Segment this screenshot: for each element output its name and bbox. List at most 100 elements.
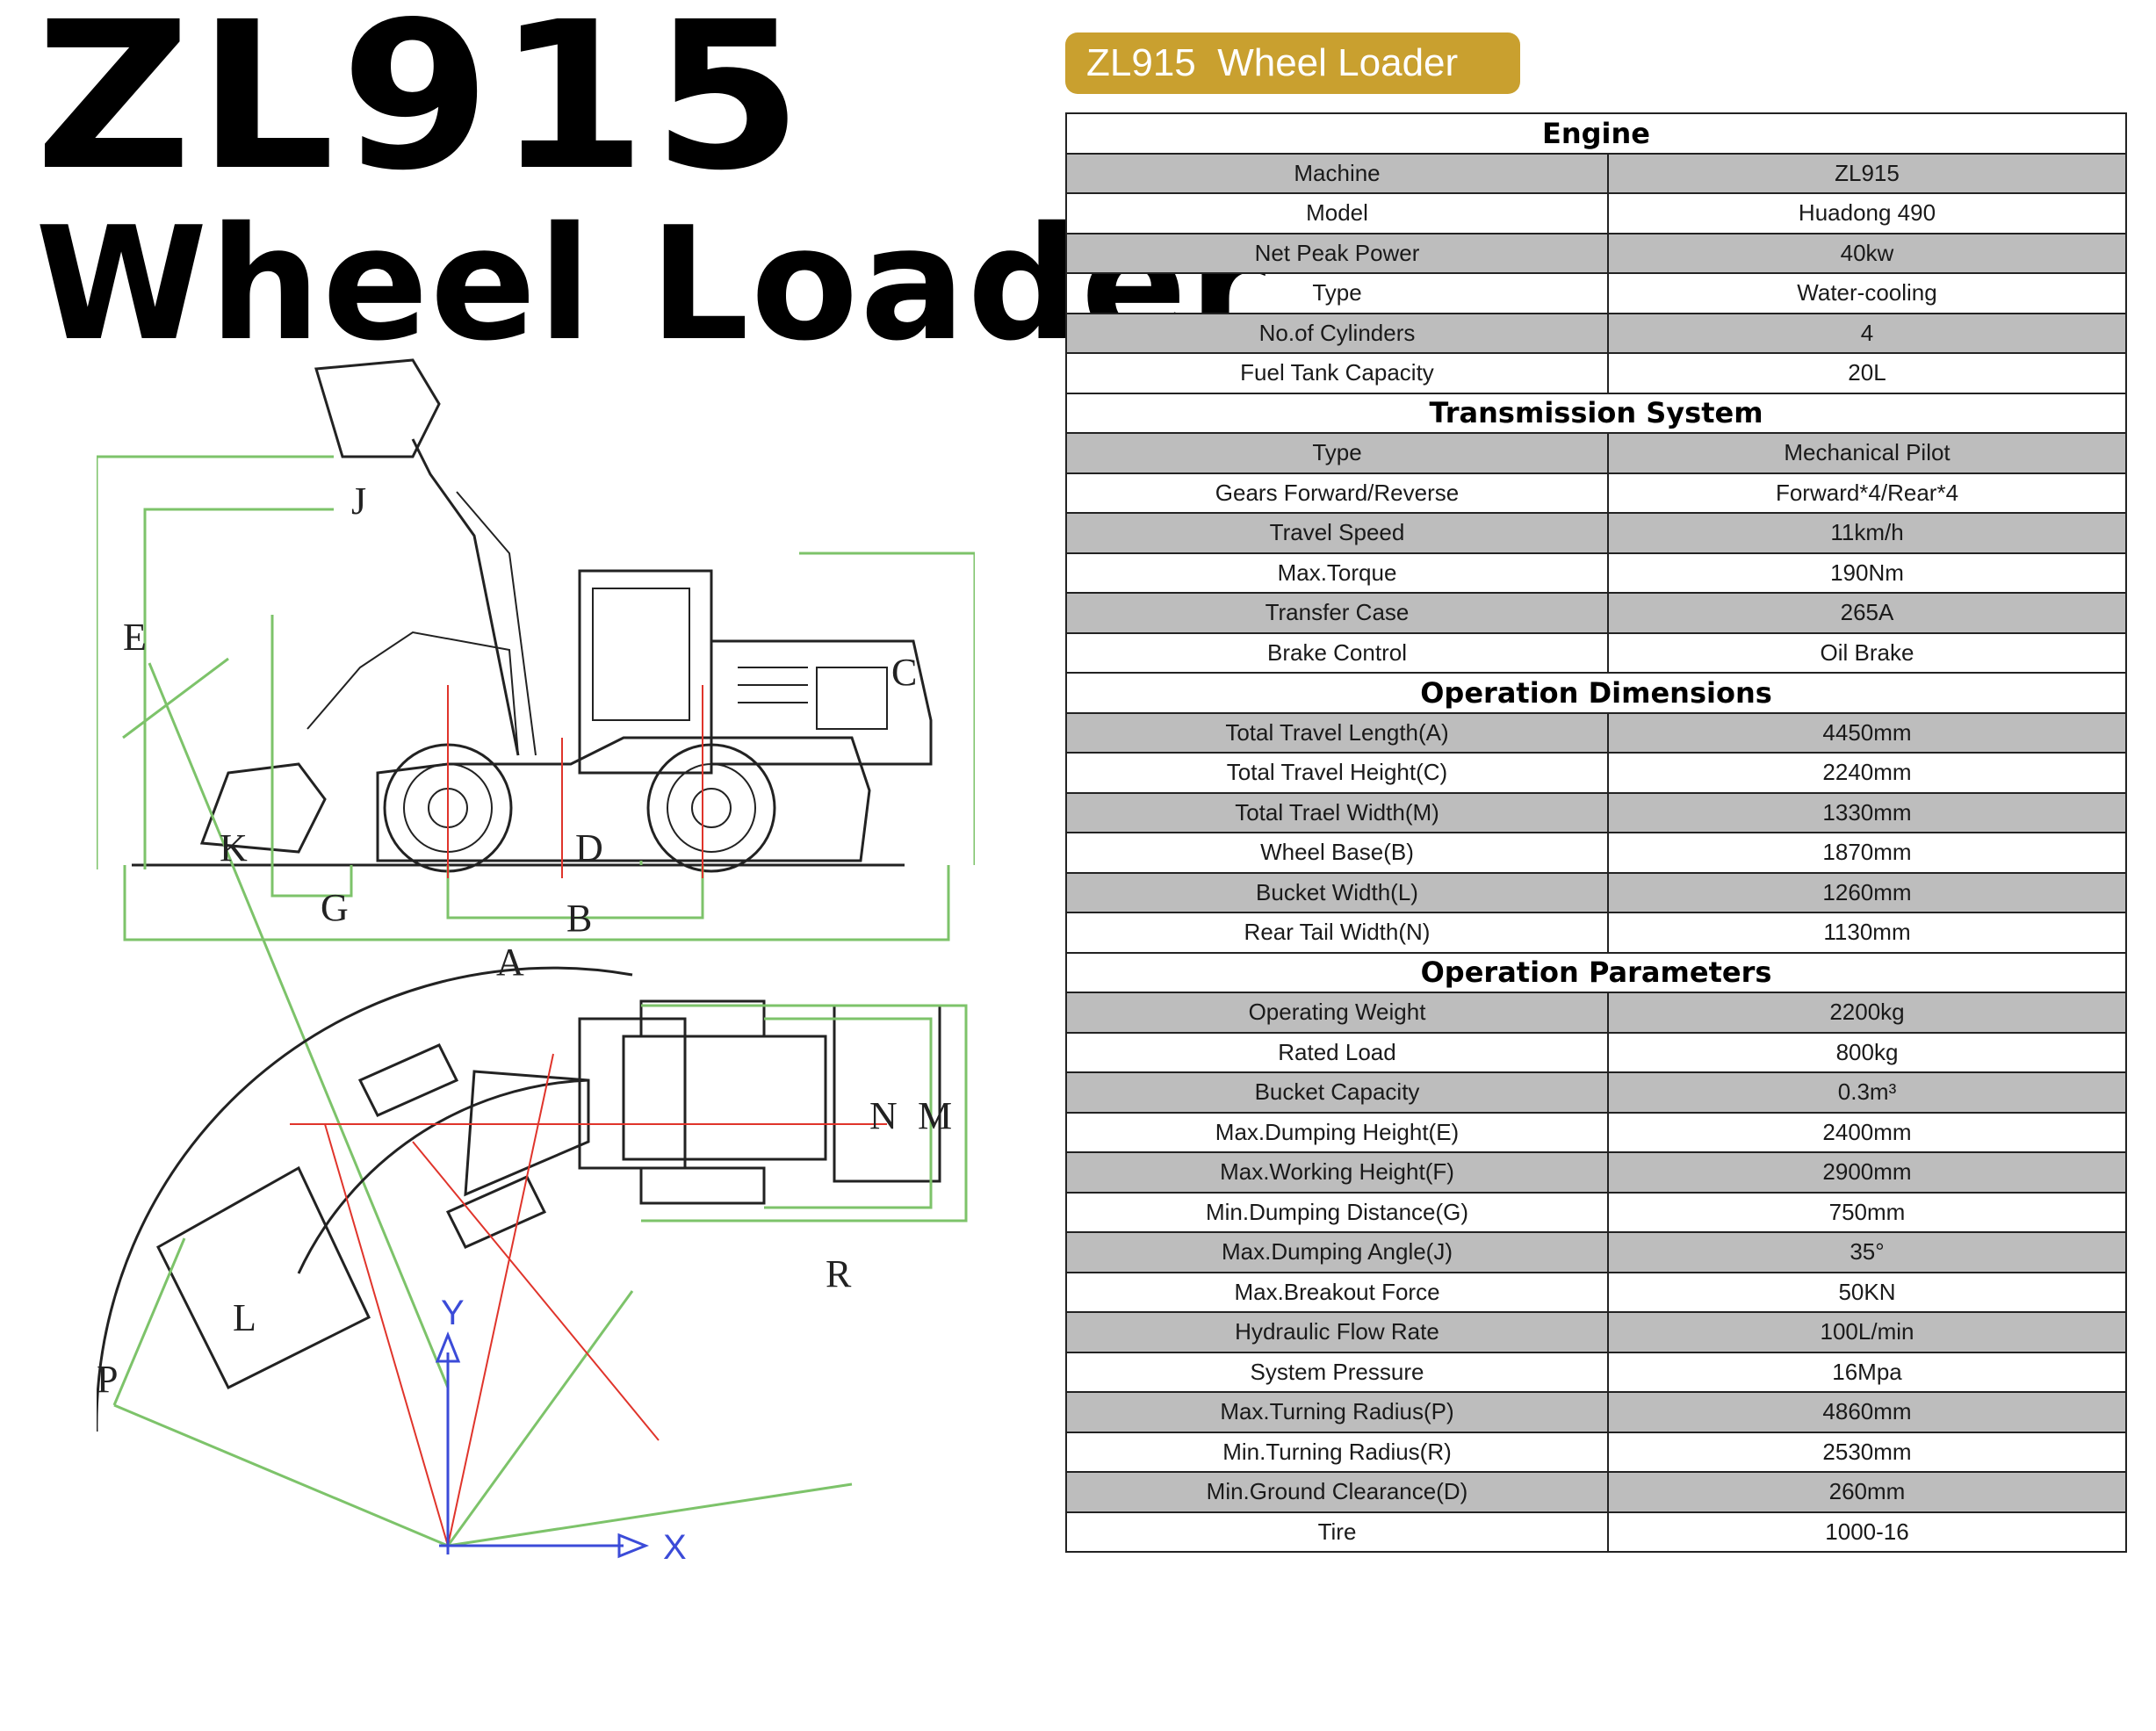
spec-label: Machine [1065, 152, 1609, 194]
spec-value: 2400mm [1607, 1111, 2127, 1153]
dimension-label-d: D [575, 826, 603, 869]
spec-value: 1130mm [1607, 912, 2127, 954]
spec-label: Total Trael Width(M) [1065, 791, 1609, 833]
top-dimension-red [290, 1053, 887, 1547]
spec-label: Max.Dumping Angle(J) [1065, 1231, 1609, 1273]
title-product-type: Wheel Loader [35, 193, 1268, 375]
spec-label: Max.Working Height(F) [1065, 1151, 1609, 1194]
spec-value: 100L/min [1607, 1311, 2127, 1353]
spec-value: 2200kg [1607, 992, 2127, 1034]
spec-value: 4860mm [1607, 1391, 2127, 1433]
spec-value: 4 [1607, 312, 2127, 354]
spec-row: Total Travel Height(C)2240mm [1065, 752, 2127, 794]
spec-label: Transfer Case [1065, 592, 1609, 634]
spec-value: Huadong 490 [1607, 192, 2127, 234]
spec-label: Min.Turning Radius(R) [1065, 1431, 1609, 1473]
dimension-label-b: B [566, 897, 592, 940]
spec-label: Operating Weight [1065, 992, 1609, 1034]
spec-value: ZL915 [1607, 152, 2127, 194]
spec-label: Max.Turning Radius(P) [1065, 1391, 1609, 1433]
spec-row: Max.Dumping Angle(J)35° [1065, 1231, 2127, 1273]
spec-value: 0.3m³ [1607, 1071, 2127, 1114]
dimension-label-p: P [97, 1358, 118, 1401]
spec-value: 750mm [1607, 1191, 2127, 1233]
spec-label: Travel Speed [1065, 512, 1609, 554]
spec-value: 1870mm [1607, 832, 2127, 874]
coordinate-axes [435, 1331, 650, 1559]
section-header-row: Engine [1065, 112, 2127, 155]
section-header-row: Operation Parameters [1065, 951, 2127, 993]
spec-value: 1260mm [1607, 871, 2127, 913]
section-header-row: Transmission System [1065, 392, 2127, 434]
spec-value: 800kg [1607, 1031, 2127, 1073]
dimension-diagram: F E J C K G D B A [97, 358, 975, 1567]
spec-label: Fuel Tank Capacity [1065, 352, 1609, 394]
spec-value: 260mm [1607, 1471, 2127, 1513]
spec-value: 265A [1607, 592, 2127, 634]
spec-label: Type [1065, 272, 1609, 314]
dimension-label-r: R [826, 1252, 852, 1295]
spec-value: Water-cooling [1607, 272, 2127, 314]
section-title: Transmission System [1065, 392, 2127, 434]
axis-labels: Y X [441, 1294, 687, 1567]
spec-label: Brake Control [1065, 631, 1609, 674]
spec-value: 190Nm [1607, 552, 2127, 594]
spec-row: Min.Ground Clearance(D)260mm [1065, 1471, 2127, 1513]
spec-row: Min.Dumping Distance(G)750mm [1065, 1191, 2127, 1233]
spec-label: Max.Torque [1065, 552, 1609, 594]
spec-label: Max.Breakout Force [1065, 1271, 1609, 1313]
spec-label: Rear Tail Width(N) [1065, 912, 1609, 954]
spec-label: Tire [1065, 1511, 1609, 1553]
spec-label: Net Peak Power [1065, 232, 1609, 274]
top-dimension-lines [112, 1004, 968, 1547]
spec-label: Type [1065, 432, 1609, 474]
spec-value: 1000-16 [1607, 1511, 2127, 1553]
dimension-label-n: N [869, 1094, 898, 1137]
spec-label: System Pressure [1065, 1351, 1609, 1393]
dimension-label-c: C [891, 651, 917, 694]
axis-label-x: X [663, 1528, 687, 1567]
dimension-label-l: L [233, 1296, 256, 1339]
spec-value: 40kw [1607, 232, 2127, 274]
spec-label: Wheel Base(B) [1065, 832, 1609, 874]
spec-value: 16Mpa [1607, 1351, 2127, 1393]
spec-value: 20L [1607, 352, 2127, 394]
dimension-label-j: J [351, 480, 366, 523]
section-header-row: Operation Dimensions [1065, 672, 2127, 714]
spec-row: Max.Turning Radius(P)4860mm [1065, 1391, 2127, 1433]
dimension-label-g: G [321, 886, 349, 929]
dimension-label-m: M [918, 1094, 952, 1137]
side-dimension-red [447, 685, 703, 878]
side-view-drawing [132, 358, 933, 873]
spec-label: Min.Dumping Distance(G) [1065, 1191, 1609, 1233]
side-view-labels: F E J C K G D B A [123, 480, 917, 984]
spec-label: Min.Ground Clearance(D) [1065, 1471, 1609, 1513]
spec-value: 2900mm [1607, 1151, 2127, 1194]
section-title: Operation Parameters [1065, 951, 2127, 993]
spec-label: No.of Cylinders [1065, 312, 1609, 354]
spec-value: 35° [1607, 1231, 2127, 1273]
product-banner: ZL915 Wheel Loader [1065, 32, 1520, 94]
spec-row: Max.Working Height(F)2900mm [1065, 1151, 2127, 1194]
spec-label: Model [1065, 192, 1609, 234]
spec-row: Total Travel Length(A)4450mm [1065, 711, 2127, 754]
spec-value: 1330mm [1607, 791, 2127, 833]
spec-label: Max.Dumping Height(E) [1065, 1111, 1609, 1153]
spec-label: Total Travel Length(A) [1065, 711, 1609, 754]
